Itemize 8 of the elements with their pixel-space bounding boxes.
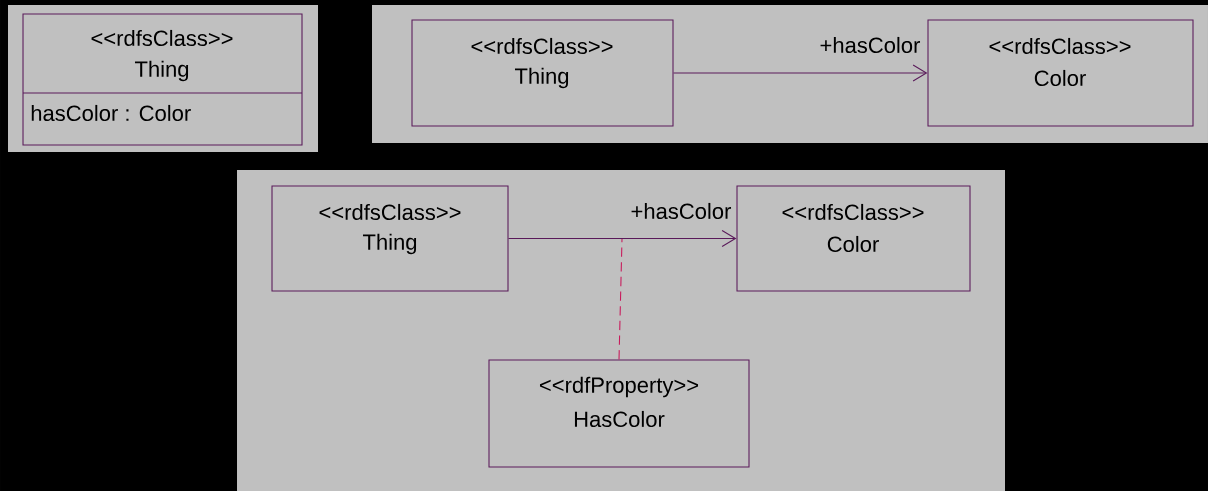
arrow xyxy=(673,64,928,82)
class-box: <<rdfProperty>> HasColor xyxy=(488,359,750,468)
class-box: <<rdfsClass>> Color xyxy=(736,185,971,292)
arrow xyxy=(508,229,737,248)
class-box: <<rdfsClass>> Color xyxy=(927,19,1194,127)
class-box: <<rdfsClass>> Thing hasColor : Color xyxy=(22,13,303,146)
class-box: <<rdfsClass>> Thing xyxy=(411,19,674,127)
class-box: <<rdfsClass>> Thing xyxy=(271,185,509,292)
